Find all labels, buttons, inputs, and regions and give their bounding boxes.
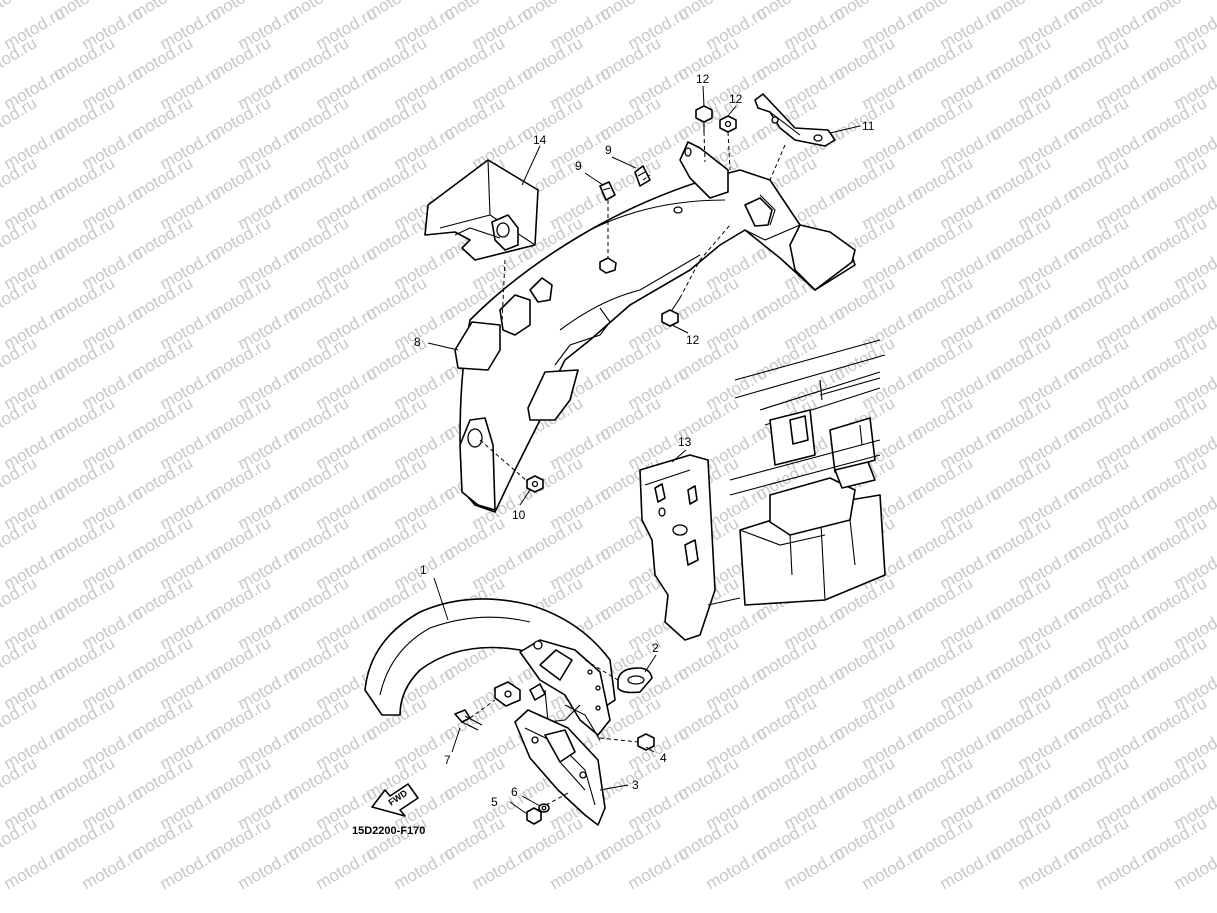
callout-12c: 12	[686, 333, 700, 347]
watermark-text: motod.ru	[625, 843, 693, 893]
callout-5: 5	[491, 795, 498, 809]
callout-8: 8	[414, 335, 421, 349]
part-2-grommet	[617, 667, 653, 694]
callout-3: 3	[632, 778, 639, 792]
callout-12a: 12	[696, 72, 710, 86]
part-5-nut	[526, 807, 542, 825]
frame-battery-box	[729, 339, 886, 606]
part-10-screw	[526, 475, 544, 493]
callout-12b: 12	[729, 92, 743, 106]
callout-2: 2	[652, 641, 659, 655]
watermark-text: motod.ru	[703, 843, 771, 893]
part-12-nut-top	[719, 115, 737, 133]
part-3-fender-panel	[514, 709, 606, 826]
watermark-text: motod.ru	[157, 843, 225, 893]
watermark-text: motod.ru	[1171, 843, 1217, 893]
diagram-code: 15D2200-F170	[352, 825, 425, 837]
watermark-text: motod.ru	[937, 843, 1005, 893]
watermark-text: motod.ru	[79, 843, 147, 893]
watermark-text: motod.ru	[469, 843, 537, 893]
watermark-text: motod.ru	[235, 843, 303, 893]
part-14-bracket	[424, 159, 539, 261]
callout-1: 1	[420, 563, 427, 577]
callout-9b: 9	[605, 143, 612, 157]
part-8-rear-fender	[454, 141, 856, 513]
callout-10: 10	[512, 508, 526, 522]
part-1-front-fender	[364, 598, 616, 741]
watermark-text: motod.ru	[547, 843, 615, 893]
watermark-text: motod.ru	[781, 843, 849, 893]
callout-7: 7	[444, 753, 451, 767]
part-9-clip-right	[634, 165, 651, 187]
callout-4: 4	[660, 751, 667, 765]
callout-labels: 1 2 3 4 5 6 7 8 9 9 10 11 12 12 12 13 14	[414, 72, 875, 809]
callout-13: 13	[678, 435, 692, 449]
watermark-text: motod.ru	[1093, 843, 1161, 893]
fwd-arrow: FWD	[371, 783, 419, 817]
part-4-bolt	[637, 733, 655, 751]
callout-9a: 9	[575, 159, 582, 173]
watermark-text: motod.ru	[391, 843, 459, 893]
part-9-clip-left	[599, 181, 616, 201]
part-12-bolt-middle	[661, 297, 681, 327]
part-11-stay	[754, 93, 836, 147]
watermark-text: motod.ru	[1, 843, 69, 893]
part-13-flap	[639, 454, 741, 641]
watermark-text: motod.ru	[859, 843, 927, 893]
leader-lines	[427, 85, 861, 815]
callout-14: 14	[533, 133, 547, 147]
callout-11: 11	[862, 119, 875, 133]
watermark-text: motod.ru	[1015, 843, 1083, 893]
assembly-lines	[469, 131, 786, 806]
watermark-text: motod.ru	[313, 843, 381, 893]
callout-6: 6	[511, 785, 518, 799]
part-6-washer	[538, 803, 550, 813]
